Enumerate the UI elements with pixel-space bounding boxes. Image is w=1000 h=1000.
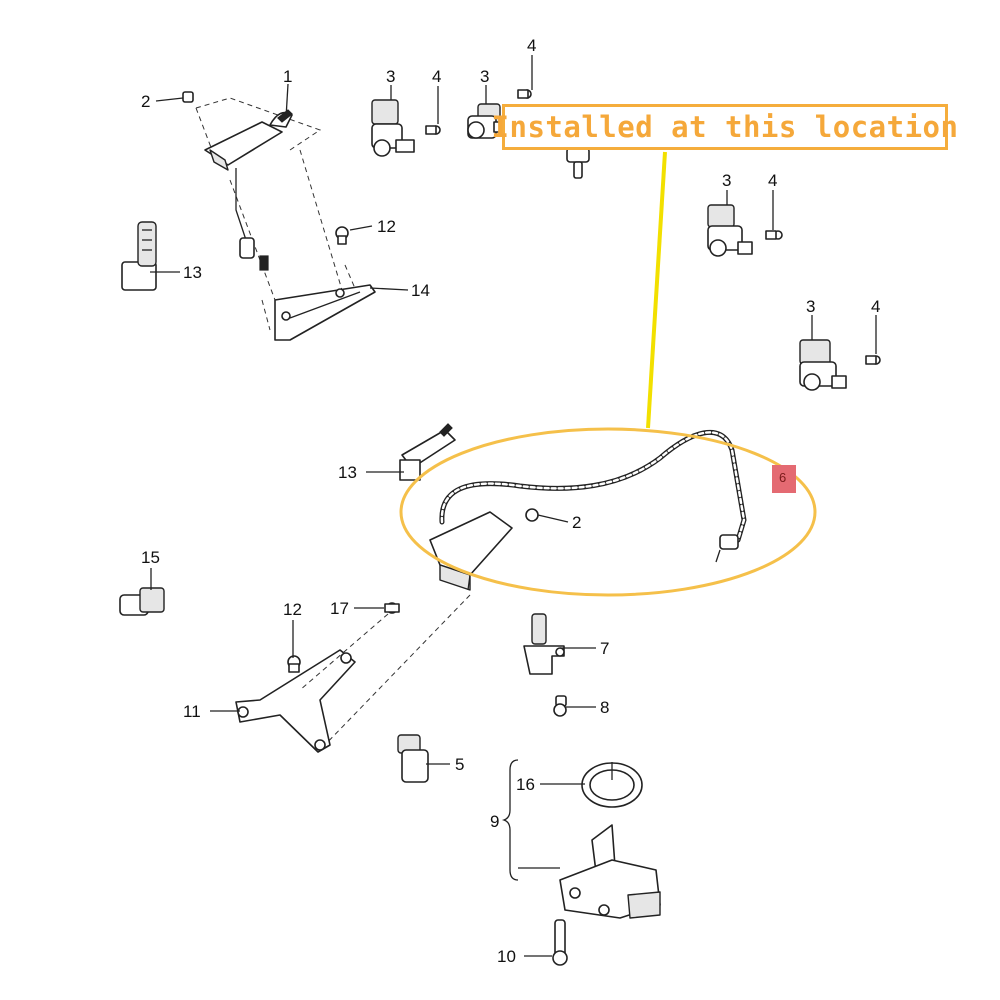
- callout-7: 7: [600, 639, 609, 658]
- callout-9: 9: [490, 812, 499, 831]
- position-marker-6: 6: [772, 465, 796, 493]
- callout-5: 5: [455, 755, 464, 774]
- callout-4: 4: [432, 67, 441, 86]
- sensor-15: [119, 587, 165, 616]
- callout-3: 3: [722, 171, 731, 190]
- sensor-pair-4: [799, 339, 881, 391]
- callout-16: 16: [516, 775, 535, 794]
- bracket-11: [235, 602, 400, 753]
- callout-2: 2: [572, 513, 581, 532]
- sensor-pair-3: [707, 204, 783, 257]
- callout-17: 17: [330, 599, 349, 618]
- callout-10: 10: [497, 947, 516, 966]
- highlight-ellipse: [399, 427, 817, 597]
- callout-12: 12: [283, 600, 302, 619]
- annotation-callout-box: Installed at this location: [492, 104, 958, 150]
- callout-13: 13: [338, 463, 357, 482]
- callout-3: 3: [386, 67, 395, 86]
- leader-lines: [150, 55, 877, 957]
- highlight-pointer: [646, 151, 667, 429]
- callout-3: 3: [806, 297, 815, 316]
- callout-4: 4: [871, 297, 880, 316]
- callout-11: 11: [183, 702, 201, 721]
- sensor-pair-1: [371, 99, 441, 157]
- callout-1: 1: [283, 67, 292, 86]
- sensor-5: [397, 734, 429, 783]
- callout-13: 13: [183, 263, 202, 282]
- callout-2: 2: [141, 92, 150, 111]
- callout-12: 12: [377, 217, 396, 236]
- callout-15: 15: [141, 548, 160, 567]
- sensor-7: [523, 613, 567, 717]
- harness-sensor-assembly: [319, 429, 747, 751]
- connector-13-center: [399, 423, 456, 481]
- callout-labels: 1 2 2 3 3 3 3 4 4 4 4 5 7 8 9 10 11 12 1…: [141, 36, 880, 966]
- callout-8: 8: [600, 698, 609, 717]
- annotation-text: Installed at this location: [491, 110, 959, 144]
- position-marker-label: 6: [779, 470, 787, 485]
- sensor-assembly-top-left: [121, 91, 376, 341]
- callout-14: 14: [411, 281, 430, 300]
- callout-4: 4: [768, 171, 777, 190]
- callout-4: 4: [527, 36, 536, 55]
- callout-3: 3: [480, 67, 489, 86]
